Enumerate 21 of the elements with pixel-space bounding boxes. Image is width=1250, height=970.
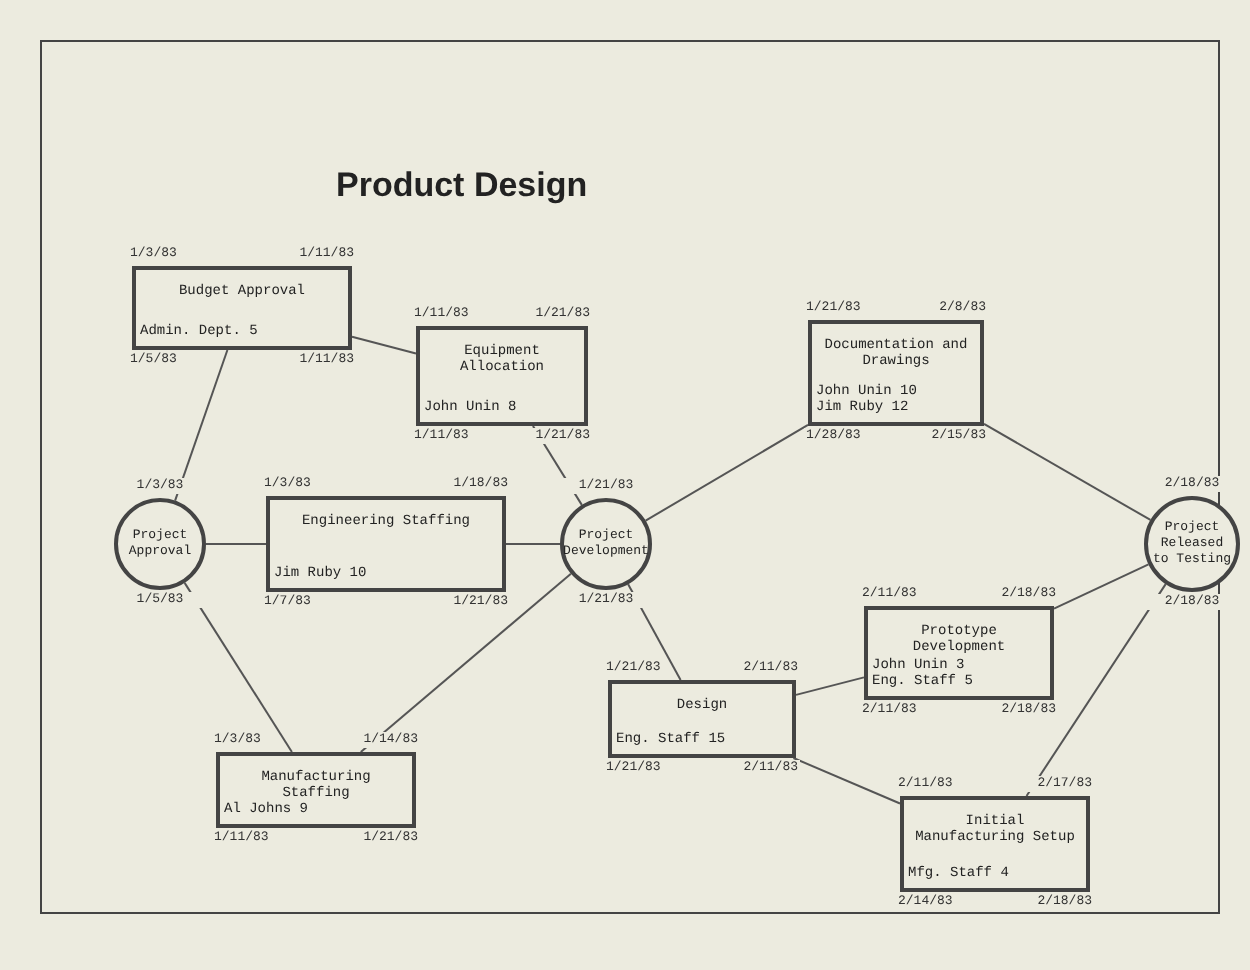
connector-line bbox=[1025, 583, 1167, 797]
connector-line bbox=[505, 543, 561, 545]
connector-line bbox=[205, 543, 267, 545]
task-box bbox=[132, 266, 352, 350]
connector-line bbox=[359, 572, 572, 753]
diagram-title: Product Design bbox=[336, 164, 588, 208]
connector-line bbox=[183, 581, 293, 753]
connector-line bbox=[983, 422, 1152, 521]
connector-line bbox=[351, 335, 417, 355]
connector-line bbox=[627, 583, 682, 681]
connector-line bbox=[174, 349, 229, 502]
task-box bbox=[608, 680, 796, 758]
connector-line bbox=[795, 676, 865, 696]
task-box bbox=[216, 752, 416, 828]
connector-line bbox=[792, 757, 901, 805]
task-box bbox=[864, 606, 1054, 700]
task-box bbox=[900, 796, 1090, 892]
task-box bbox=[808, 320, 984, 426]
connector-line bbox=[644, 423, 809, 522]
task-box bbox=[416, 326, 588, 426]
task-box bbox=[266, 496, 506, 592]
